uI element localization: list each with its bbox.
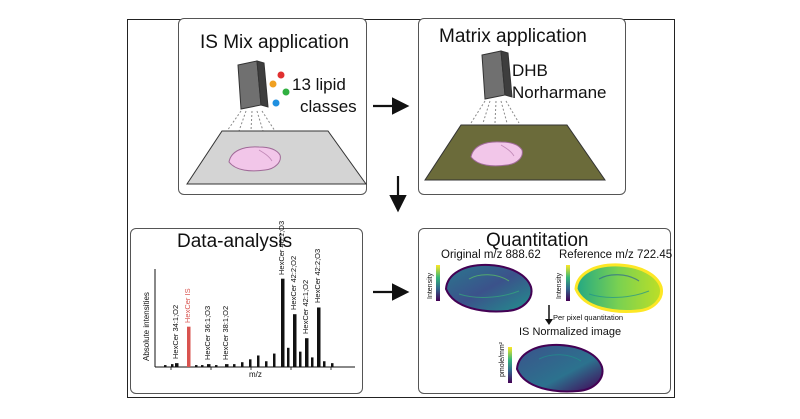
data-analysis-title: Data-analysis [177,231,293,252]
peak-label: HexCer 38:1;O2 [221,305,230,361]
lipid-dot-blue [272,99,280,107]
per-pixel-label: Per pixel quantitation [553,313,624,322]
minor-peak-bar [273,353,276,367]
is-mix-panel: IS Mix application 13 lipid classes [178,18,367,195]
peak-bar [305,338,309,367]
minor-peak-bar [233,364,236,367]
colorbar-reference [566,265,570,301]
peak-label: HexCer 42:1;O2 [301,279,310,335]
minor-peak-bar [257,355,260,367]
minor-peak-bar [331,363,334,367]
lipid-dot-green [282,88,290,96]
peak-label: HexCer 40:1;O3 [277,220,286,275]
peak-bar [293,314,297,367]
minor-peak-bar [215,365,218,367]
matrix-slide [424,124,606,181]
matrix-panel: Matrix application DHB Norharmane [418,18,626,195]
matrix-label-1: DHB [512,61,548,80]
lipid-dot-orange [269,80,277,88]
matrix-label-2: Norharmane [512,83,607,102]
minor-peak-bar [265,361,268,367]
is-mix-sprayer-icon [226,60,290,132]
peak-bar [175,363,179,367]
is-mix-title: IS Mix application [200,32,349,53]
peak-label: HexCer 34:1;O2 [171,304,180,360]
reference-mz-label: Reference m/z 722.45 [559,249,673,261]
quantitation-title: Quantitation [486,230,589,251]
minor-peak-bar [241,362,244,367]
colorbar-original [436,265,440,301]
minor-peak-bar [249,359,252,367]
normalized-image-label: IS Normalized image [519,326,622,338]
minor-peak-bar [299,351,302,367]
lipid-dot-red [277,71,285,79]
matrix-sprayer-icon [470,50,520,124]
original-brain-image [444,263,533,313]
normalized-brain-image [515,343,604,393]
peak-label: HexCer 36:1;O3 [203,305,212,361]
reference-brain-image [574,263,663,313]
minor-peak-bar [323,361,326,367]
peak-bar [207,364,211,367]
quantitation-panel: Quantitation Original m/z 888.62 Referen… [418,228,673,394]
peak-label: HexCer 42:2;O2 [289,255,298,311]
minor-peak-bar [195,365,198,367]
minor-peak-bar [164,365,167,367]
peak-label: HexCer IS [183,288,192,323]
is-mix-label-2: classes [300,97,357,116]
peak-bar [225,364,229,367]
figure-frame [127,19,675,398]
chart-xlabel: m/z [249,370,262,379]
data-analysis-panel: Data-analysis Absolute intensities m/z H… [130,220,363,394]
colorbar-normalized [508,347,512,383]
peak-bar [317,307,321,367]
is-mix-label-1: 13 lipid [292,75,346,94]
quantitation-images [436,263,663,393]
tissue-section [228,146,281,172]
is-mix-slide [186,130,367,185]
mass-spectrum-chart [154,269,355,370]
minor-peak-bar [171,364,174,367]
peak-bar [281,278,285,367]
original-mz-label: Original m/z 888.62 [441,249,541,261]
peak-label: HexCer 42:2;O3 [313,249,322,304]
matrix-title: Matrix application [439,26,587,47]
minor-peak-bar [287,347,290,367]
minor-peak-bar [311,357,314,367]
peak-bar [187,326,191,367]
minor-peak-bar [201,365,204,367]
